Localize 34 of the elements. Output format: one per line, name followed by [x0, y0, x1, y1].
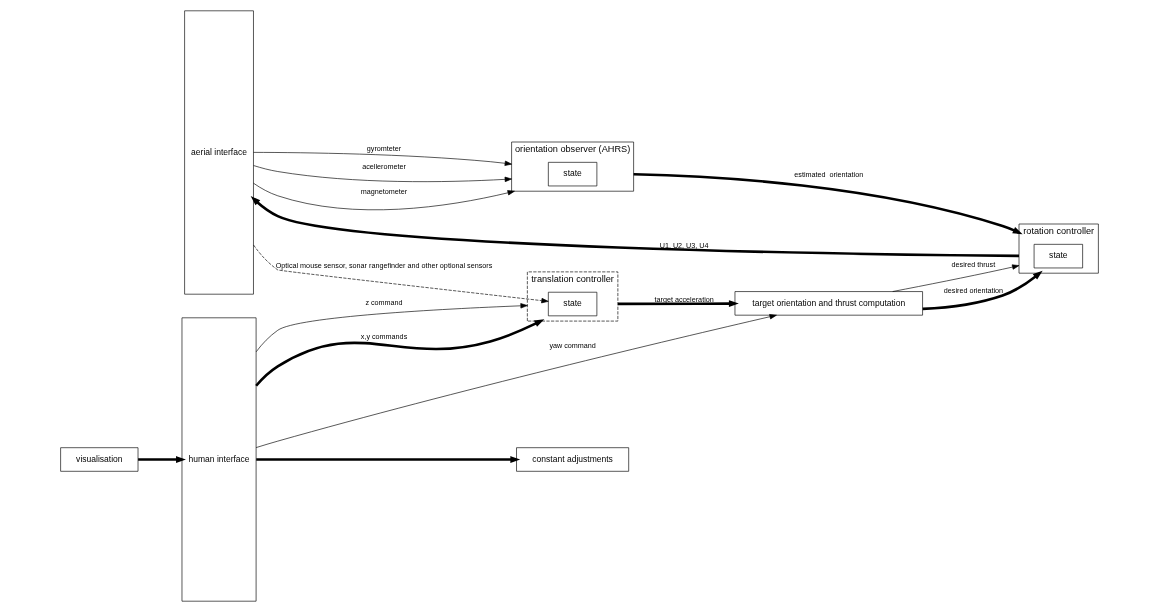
arrow [253, 165, 512, 182]
arrow [617, 300, 739, 308]
arrow [255, 314, 777, 448]
node-box: aerial interface [184, 10, 254, 295]
edge-label: z command [365, 298, 403, 308]
arrow [250, 196, 1019, 258]
edge-label: gyromteter [366, 144, 402, 154]
arrow [253, 182, 515, 211]
node-box: visualisation [60, 447, 139, 472]
edge-label: Optical mouse sensor, sonar rangefinder and other optional sensors [275, 260, 493, 270]
edge-label: estimated orientation [794, 170, 864, 180]
edge-label: magnetometer [360, 186, 408, 196]
arrow [255, 303, 528, 353]
edge-label: yaw command [549, 340, 596, 350]
edge-label: x,y commands [360, 332, 408, 342]
edge-label: acellerometer [362, 162, 406, 172]
node-box: state [548, 291, 598, 317]
arrow [256, 456, 521, 463]
arrow [922, 270, 1043, 311]
node-box: human interface [181, 317, 257, 602]
edge-label: desired thrust [951, 260, 996, 270]
node-box: constant adjustments [516, 447, 630, 472]
edge-label: U1, U2, U3, U4 [659, 240, 709, 250]
arrow [892, 264, 1020, 292]
arrow [253, 152, 512, 166]
node-box: target orientation and thrust computation [734, 291, 923, 316]
edge-label: target acceleration [654, 294, 714, 304]
node-box: state [548, 162, 598, 187]
arrow [253, 244, 549, 304]
node-box: state [1033, 244, 1083, 269]
arrow [633, 173, 1023, 235]
edge-label: desired orientation [943, 286, 1004, 296]
arrow [255, 319, 545, 387]
arrow [138, 456, 186, 463]
